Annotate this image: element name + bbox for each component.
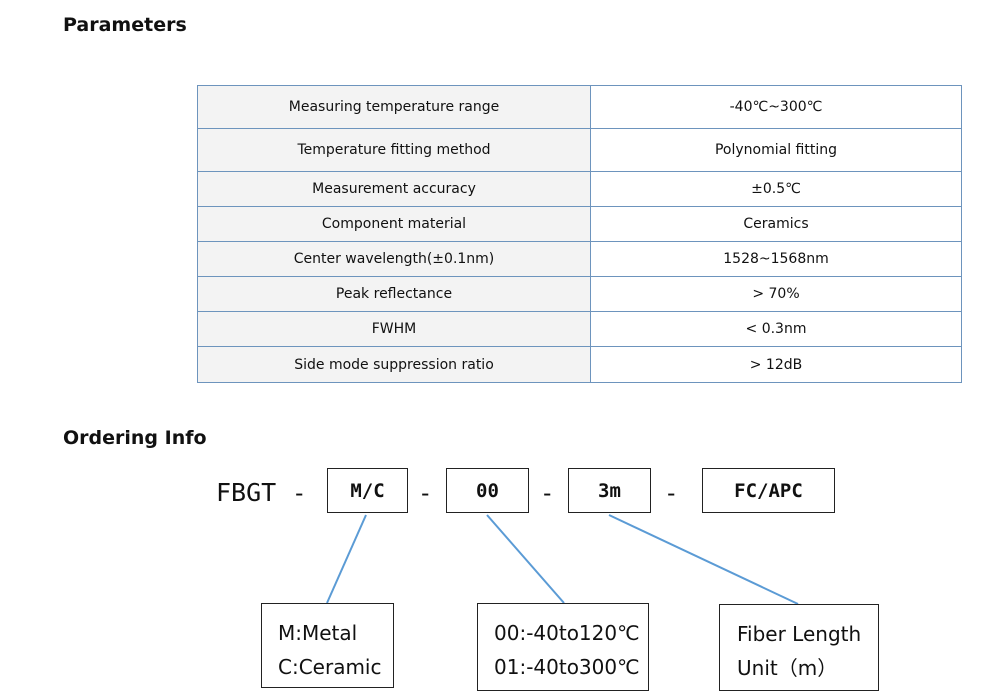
table-row: Center wavelength(±0.1nm) 1528~1568nm: [197, 241, 962, 277]
note-length: Fiber Length Unit（m）: [719, 604, 879, 691]
param-value: -40℃~300℃: [590, 85, 962, 129]
param-value: 1528~1568nm: [590, 241, 962, 277]
param-label: FWHM: [197, 311, 591, 347]
model-prefix: FBGT: [216, 478, 277, 507]
param-value: > 70%: [590, 276, 962, 312]
code-box-connector: FC/APC: [702, 468, 835, 513]
param-label: Component material: [197, 206, 591, 242]
param-label: Temperature fitting method: [197, 128, 591, 172]
param-value: ±0.5℃: [590, 171, 962, 207]
note-line: Unit（m）: [737, 656, 838, 680]
parameters-table: Measuring temperature range -40℃~300℃ Te…: [197, 85, 962, 383]
param-label: Measuring temperature range: [197, 85, 591, 129]
table-row: Measurement accuracy ±0.5℃: [197, 171, 962, 207]
param-value: > 12dB: [590, 346, 962, 383]
param-label: Center wavelength(±0.1nm): [197, 241, 591, 277]
note-line: C:Ceramic: [278, 655, 382, 679]
separator-dash: -: [292, 479, 307, 507]
note-line: Fiber Length: [737, 622, 862, 646]
ordering-heading: Ordering Info: [63, 427, 207, 449]
table-row: Peak reflectance > 70%: [197, 276, 962, 312]
connector-line-temperature: [486, 514, 565, 604]
param-label: Peak reflectance: [197, 276, 591, 312]
note-line: M:Metal: [278, 621, 358, 645]
param-value: Polynomial fitting: [590, 128, 962, 172]
param-label: Measurement accuracy: [197, 171, 591, 207]
separator-dash: -: [664, 479, 679, 507]
separator-dash: -: [540, 479, 555, 507]
table-row: Temperature fitting method Polynomial fi…: [197, 128, 962, 172]
table-row: Component material Ceramics: [197, 206, 962, 242]
note-line: 01:-40to300℃: [494, 655, 640, 679]
connector-line-material: [326, 514, 367, 604]
separator-dash: -: [418, 479, 433, 507]
table-row: FWHM < 0.3nm: [197, 311, 962, 347]
note-material: M:Metal C:Ceramic: [261, 603, 394, 688]
note-temperature: 00:-40to120℃ 01:-40to300℃: [477, 603, 649, 691]
note-line: 00:-40to120℃: [494, 621, 640, 645]
param-value: Ceramics: [590, 206, 962, 242]
parameters-heading: Parameters: [63, 14, 187, 36]
connector-line-length: [608, 514, 799, 605]
code-box-temperature: 00: [446, 468, 529, 513]
code-box-material: M/C: [327, 468, 408, 513]
code-box-length: 3m: [568, 468, 651, 513]
table-row: Measuring temperature range -40℃~300℃: [197, 85, 962, 129]
table-row: Side mode suppression ratio > 12dB: [197, 346, 962, 383]
param-value: < 0.3nm: [590, 311, 962, 347]
param-label: Side mode suppression ratio: [197, 346, 591, 383]
